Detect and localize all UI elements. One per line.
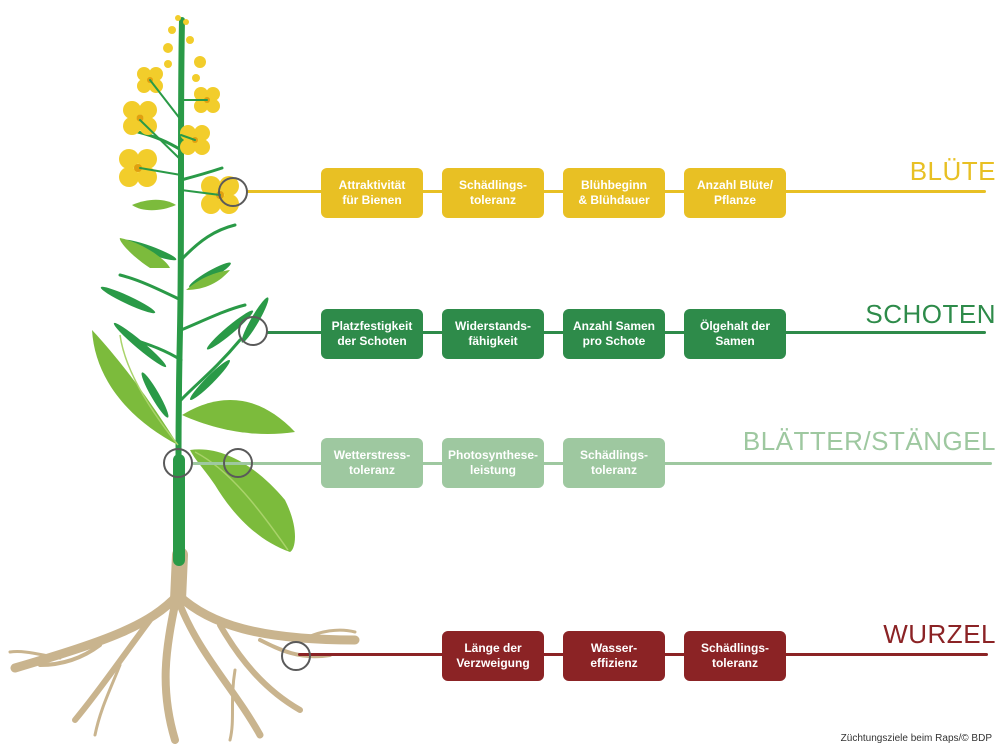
trait-box: Länge der Verzweigung [442, 631, 544, 681]
trait-box: Platzfestigkeit der Schoten [321, 309, 423, 359]
side-stems [118, 130, 247, 402]
trait-box: Photosynthese- leistung [442, 438, 544, 488]
trait-box: Anzahl Blüte/ Pflanze [684, 168, 786, 218]
section-title-wurzel: WURZEL [883, 619, 996, 649]
highlight-circle-schoten [238, 316, 268, 346]
highlight-circle-blaetter [223, 448, 253, 478]
image-caption: Züchtungsziele beim Raps/© BDP [840, 733, 992, 744]
section-title-schoten: SCHOTEN [865, 299, 996, 329]
highlight-circle-wurzel [281, 641, 311, 671]
trait-box: Wasser- effizienz [563, 631, 665, 681]
trait-box: Schädlings- toleranz [442, 168, 544, 218]
highlight-circle-bluete [218, 177, 248, 207]
trait-box: Widerstands- fähigkeit [442, 309, 544, 359]
trait-box: Schädlings- toleranz [563, 438, 665, 488]
section-title-blaetter-staengel: BLÄTTER/STÄNGEL [742, 426, 996, 456]
trait-box: Blühbeginn & Blühdauer [563, 168, 665, 218]
trait-box: Attraktivität für Bienen [321, 168, 423, 218]
highlight-circle-staengel [163, 448, 193, 478]
trait-box: Schädlings- toleranz [684, 631, 786, 681]
section-title-bluete: BLÜTE [909, 156, 996, 186]
trait-box: Ölgehalt der Samen [684, 309, 786, 359]
root-system [8, 547, 360, 744]
leaves [92, 199, 295, 552]
trait-box: Wetterstress- toleranz [321, 438, 423, 488]
trait-box: Anzahl Samen pro Schote [563, 309, 665, 359]
